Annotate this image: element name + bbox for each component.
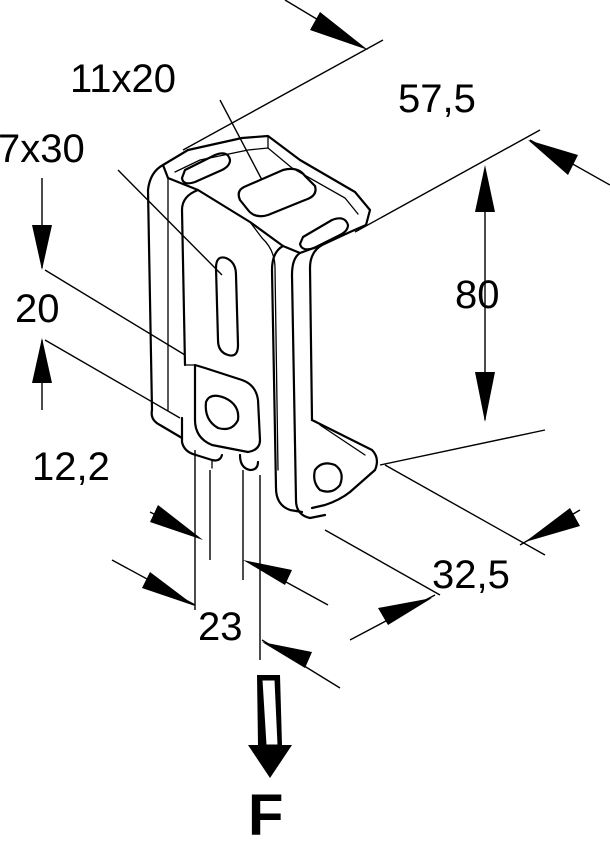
label-height: 80 (455, 273, 500, 317)
label-lip: 12,2 (32, 445, 110, 489)
dimension-arrows (32, 12, 580, 668)
label-side-offset: 20 (15, 287, 60, 331)
label-depth: 57,5 (398, 77, 476, 121)
arrow-12-left (150, 505, 203, 540)
arrow-20-bottom (32, 338, 52, 383)
label-base: 23 (198, 605, 243, 649)
arrow-23-right (262, 642, 312, 668)
label-force: F (248, 783, 283, 843)
arrow-top (310, 12, 368, 50)
arrow-32-left (378, 598, 432, 625)
label-slot-side: 7x30 (0, 127, 85, 171)
label-slot-top: 11x20 (70, 57, 176, 101)
arrow-80-top (475, 165, 495, 212)
arrow-20-top (32, 225, 52, 270)
dimension-lines (41, 0, 610, 689)
arrow-57-right (528, 140, 578, 175)
arrow-80-bottom (475, 372, 495, 422)
arrow-12-right (243, 560, 292, 585)
bracket-body (146, 134, 379, 520)
label-width: 32,5 (432, 553, 510, 597)
arrow-32-right (525, 508, 580, 542)
arrow-23-left (142, 572, 195, 606)
force-arrow (248, 675, 292, 778)
